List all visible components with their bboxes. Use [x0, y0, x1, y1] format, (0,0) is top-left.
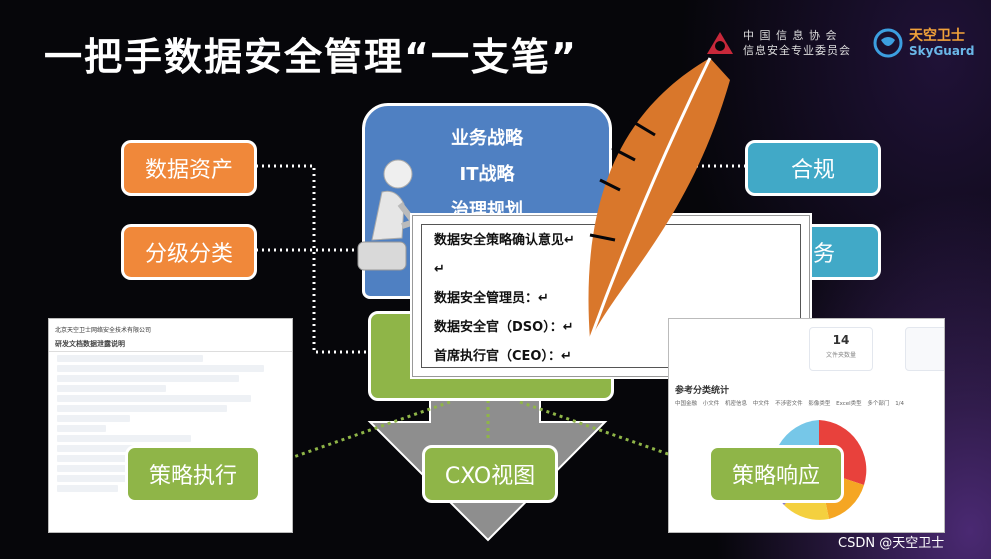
company-name: 北京天空卫士网络安全技术有限公司 [55, 327, 152, 334]
org-logo-line2: 信息安全专业委员会 [743, 44, 851, 57]
skyguard-en: SkyGuard [909, 43, 975, 58]
legend-item: 多个部门 [867, 401, 890, 407]
doc-row-dso: 数据安全官（DSO）：↵ [434, 320, 574, 335]
box-policy-response: 策略响应 [708, 445, 844, 503]
chart-legend: 中国金融 小文件 机密信息 中文件 不涉密文件 影像类型 Excel类型 多个部… [675, 399, 908, 407]
legend-item: 机密信息 [725, 401, 748, 407]
folder-count-value: 14 [832, 333, 850, 347]
skyguard-shield-icon [873, 28, 903, 58]
connector-execution [264, 400, 451, 469]
legend-item: 小文件 [702, 401, 720, 407]
legend-item: 1/4 [895, 401, 905, 407]
page-title: 一把手数据安全管理“一支笔” [44, 35, 578, 79]
box-cxo-view: CXO视图 [422, 445, 558, 503]
skyguard-cn: 天空卫士 [909, 27, 965, 44]
box-policy-execution: 策略执行 [125, 445, 261, 503]
doc-blank: ↵ [434, 262, 445, 277]
org-logo: 中 国 信 息 协 会 信息安全专业委员会 [703, 28, 851, 58]
org-logo-icon [707, 32, 733, 54]
doc-row-ceo: 首席执行官（CEO）：↵ [434, 349, 572, 364]
reference-stats-title: 参考分类统计 [675, 386, 730, 396]
box-compliance: 合规 [745, 140, 881, 196]
doc-row-admin: 数据安全管理员：↵ [434, 291, 549, 306]
box-data-assets: 数据资产 [121, 140, 257, 196]
legend-item: 中国金融 [675, 401, 698, 407]
folder-count-label: 文件夹数量 [825, 352, 856, 359]
org-logo-line1: 中 国 信 息 协 会 [743, 29, 838, 42]
legend-item: Excel类型 [836, 401, 862, 407]
strategy-it: IT战略 [459, 164, 515, 185]
csdn-watermark: CSDN @天空卫士 [838, 536, 945, 551]
feather-pen-icon [588, 57, 730, 341]
stat-card-2 [905, 327, 944, 371]
box-classification: 分级分类 [121, 224, 257, 280]
legend-item: 不涉密文件 [775, 401, 803, 407]
doc-title: 研发文档数据泄露说明 [49, 337, 292, 352]
strategy-business: 业务战略 [451, 128, 523, 149]
folder-count-card: 14 文件夹数量 [809, 327, 873, 371]
doc-heading: 数据安全策略确认意见↵ [434, 233, 575, 248]
skyguard-logo: 天空卫士 SkyGuard [873, 28, 974, 58]
thinker-figure [357, 159, 419, 271]
legend-item: 中文件 [752, 401, 770, 407]
legend-item: 影像类型 [808, 401, 831, 407]
connector-data-assets [256, 164, 366, 354]
